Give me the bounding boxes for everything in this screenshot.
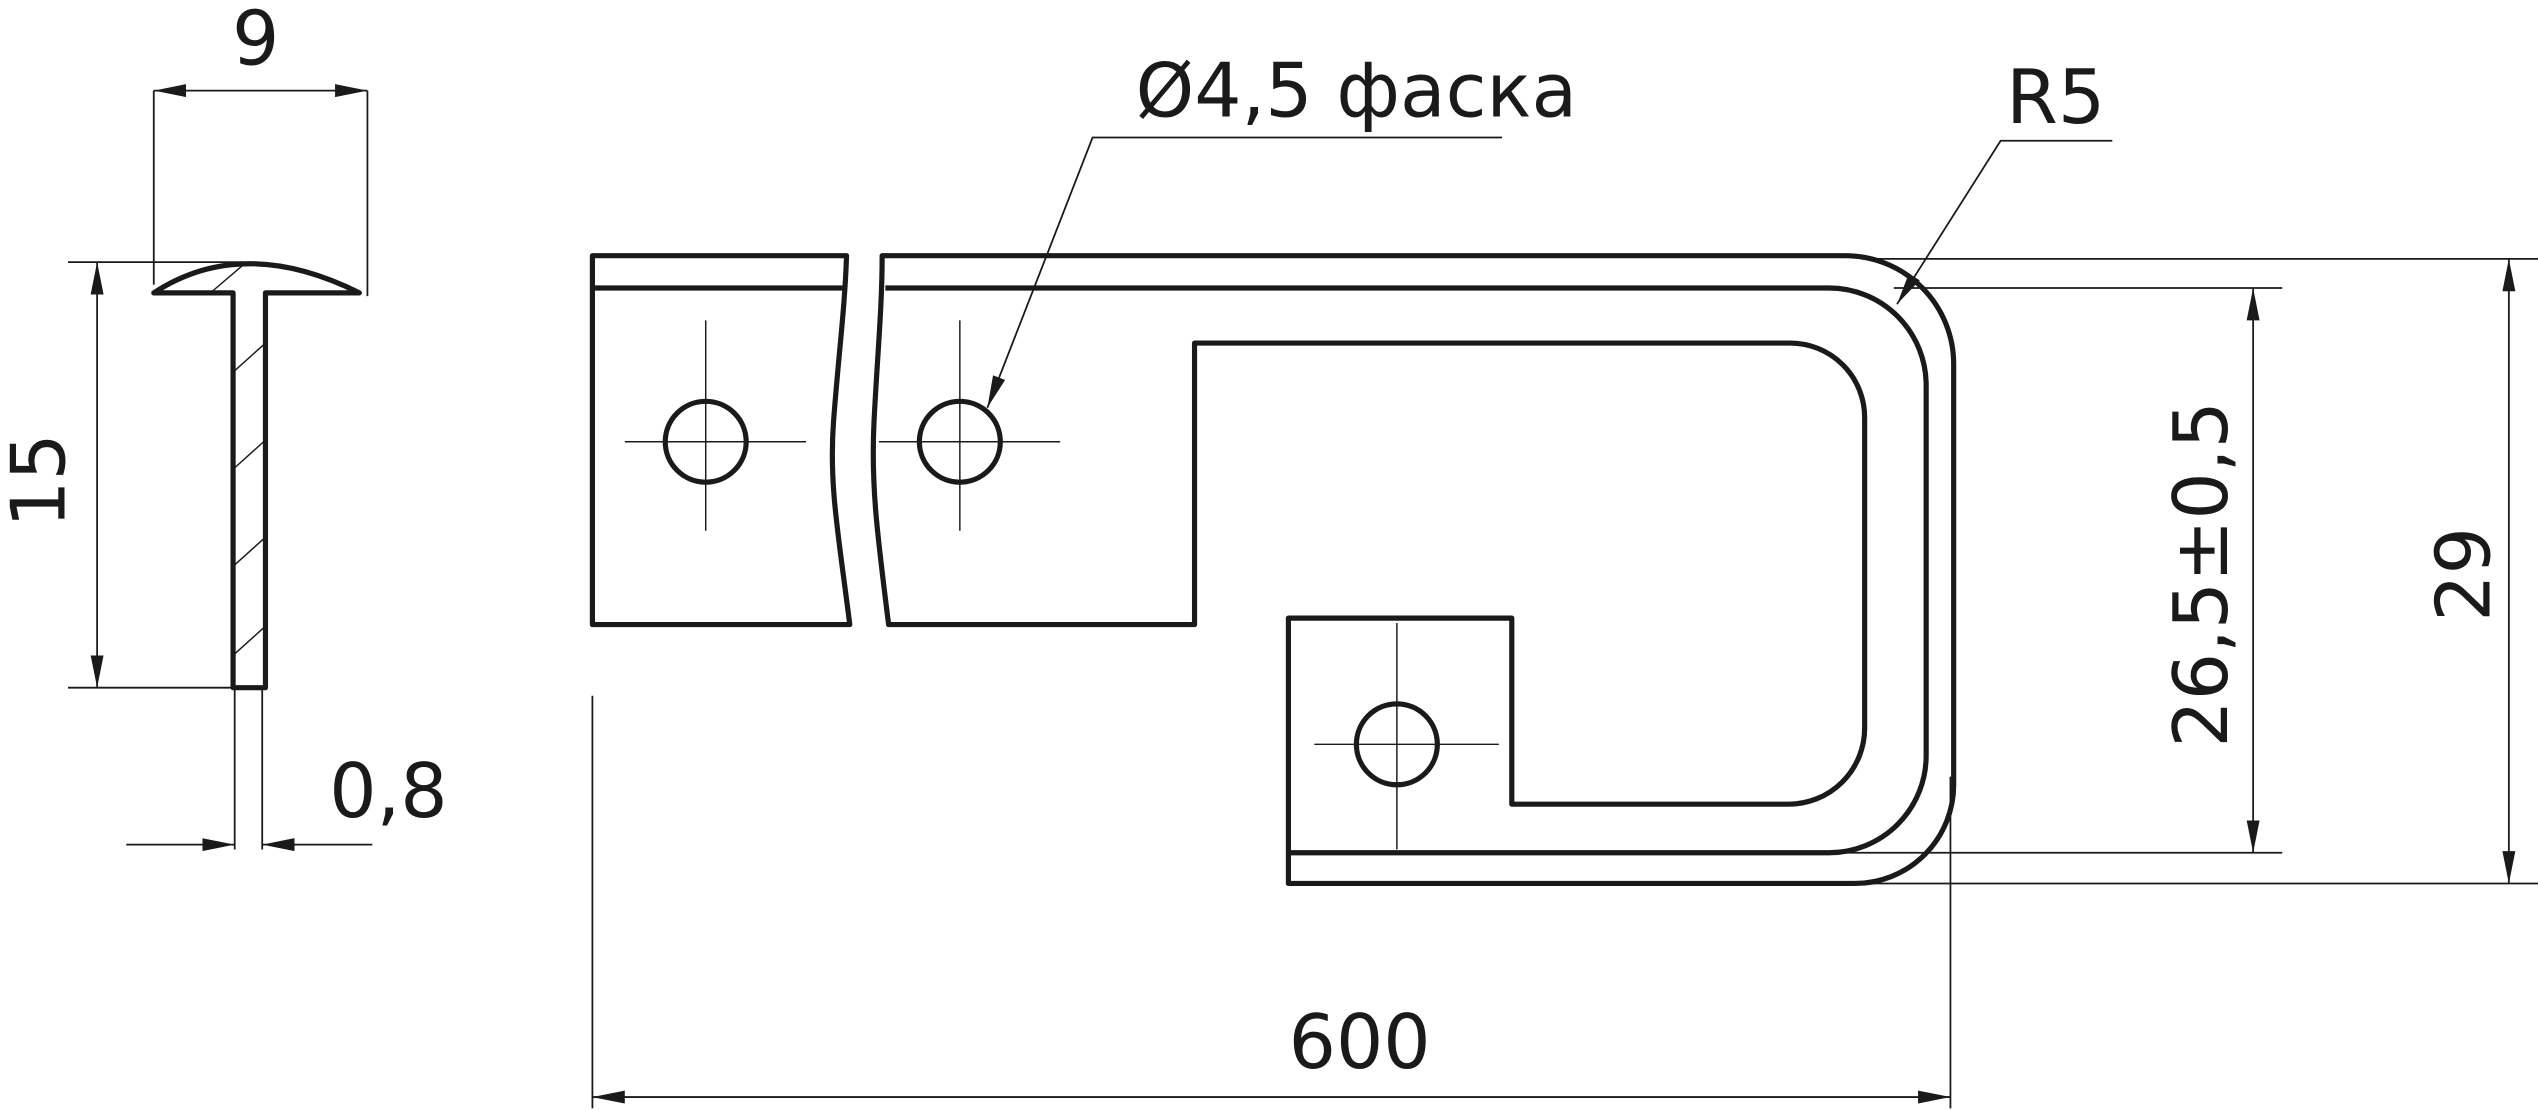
hole-3	[1314, 622, 1499, 850]
profile-fragment-bent	[870, 253, 1957, 887]
radius-callout-label: R5	[2006, 54, 2105, 141]
dimension-outer-height: 29	[1861, 258, 2538, 885]
hole-callout-label: Ø4,5 фаска	[1136, 48, 1577, 135]
dimension-profile-width: 9	[152, 0, 369, 297]
dim-label-9: 9	[232, 0, 279, 83]
dimension-total-length: 600	[591, 695, 1952, 1109]
dimension-profile-height: 15	[0, 261, 243, 689]
dim-label-0-8: 0,8	[329, 748, 447, 835]
dim-label-15: 15	[0, 433, 83, 528]
dimension-inner-height: 26,5±0,5	[1845, 287, 2283, 854]
hatching	[209, 264, 266, 656]
radius-callout: R5	[1896, 54, 2113, 305]
dim-label-600: 600	[1289, 999, 1431, 1086]
hole-1	[624, 320, 807, 531]
dim-label-26-5: 26,5±0,5	[2158, 401, 2245, 747]
dim-label-29: 29	[2420, 527, 2507, 622]
dimension-profile-thickness: 0,8	[126, 687, 448, 852]
profile-fragment-left	[589, 253, 853, 628]
hole-2	[878, 320, 1061, 531]
hole-callout: Ø4,5 фаска	[986, 48, 1577, 409]
profile-section	[151, 261, 362, 691]
